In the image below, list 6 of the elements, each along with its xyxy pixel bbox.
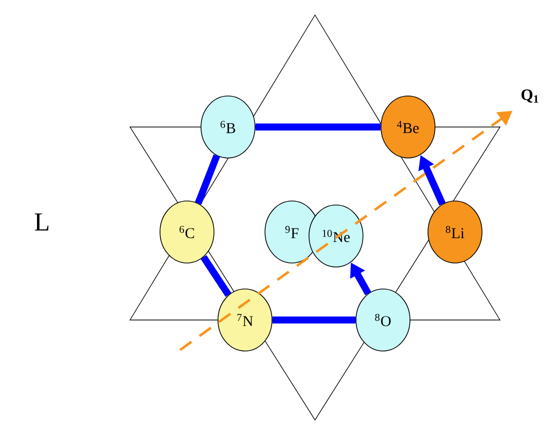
axis-label: Q$_{1}$	[522, 89, 538, 103]
connector-line	[200, 255, 232, 297]
panel-label: L	[34, 213, 48, 230]
connector-line	[272, 316, 356, 324]
connector-line	[194, 154, 220, 205]
connector-line	[255, 124, 381, 130]
